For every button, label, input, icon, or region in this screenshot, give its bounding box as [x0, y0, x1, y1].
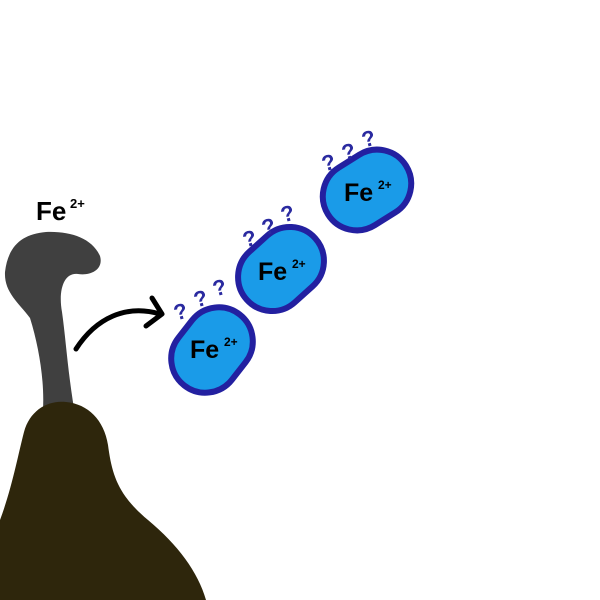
question-mark: ? [319, 149, 338, 177]
question-mark: ? [339, 138, 358, 166]
fe-particle: Fe 2+ ? ? ? [319, 125, 415, 234]
source-element: Fe [36, 196, 66, 226]
particle-element: Fe [190, 336, 219, 364]
particle-charge: 2+ [224, 335, 238, 349]
particle-element: Fe [258, 258, 287, 286]
arrow-head [143, 295, 165, 329]
question-mark: ? [171, 298, 190, 326]
fe-particle: Fe 2+ ? ? ? [235, 200, 327, 315]
particle-body [235, 223, 327, 315]
question-mark: ? [278, 200, 297, 228]
ground-mound [0, 401, 206, 600]
particle-charge: 2+ [292, 257, 306, 271]
particle-body [319, 146, 415, 234]
fe-particle: Fe 2+ ? ? ? [168, 274, 256, 396]
question-mark: ? [259, 213, 278, 241]
source-charge: 2+ [70, 196, 85, 211]
arrow-shaft [73, 308, 163, 352]
question-mark: ? [240, 225, 259, 253]
source-ion-label: Fe 2+ [36, 196, 85, 226]
plume [4, 231, 101, 420]
particle-charge: 2+ [378, 178, 392, 192]
question-mark: ? [359, 125, 378, 153]
particle-element: Fe [344, 179, 373, 207]
particle-body [168, 304, 256, 396]
question-mark: ? [210, 274, 229, 302]
question-mark: ? [191, 285, 210, 313]
release-arrow [73, 295, 165, 352]
